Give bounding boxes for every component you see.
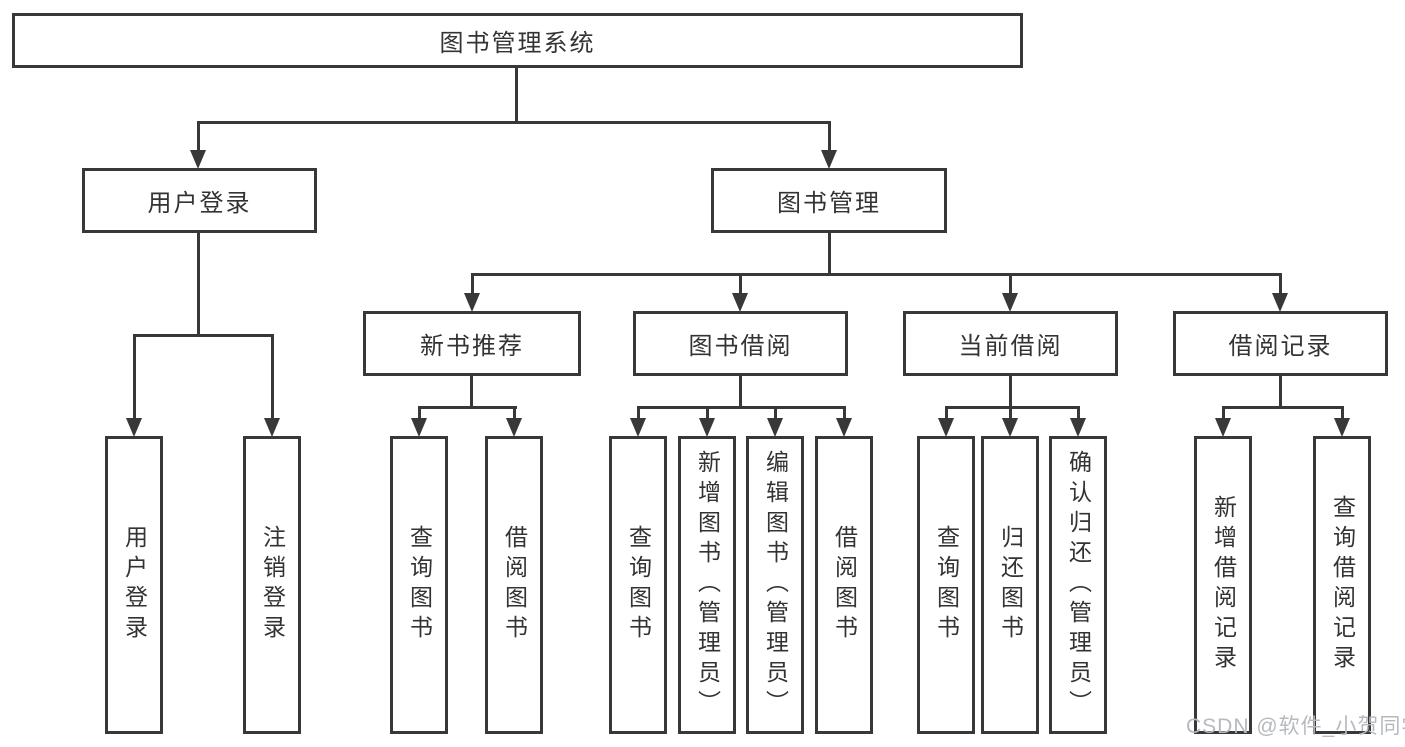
arrow-stem-br-add xyxy=(1222,406,1225,422)
arrow-head-cb-query xyxy=(938,418,954,437)
connector-borrowrecord-trunk xyxy=(1279,376,1282,409)
arrow-stem-user-login xyxy=(197,121,200,152)
arrow-stem-cb-query xyxy=(945,406,948,422)
connector-root-trunk xyxy=(515,68,518,124)
leaf-borrow-add-books-admin: 新增图书（管理员） xyxy=(678,436,736,734)
arrow-head-bb-add xyxy=(699,418,715,437)
arrow-head-cb-confirm xyxy=(1070,418,1086,437)
connector-currentborrow-trunk xyxy=(1009,376,1012,409)
arrow-head-book-mgmt xyxy=(821,150,837,169)
arrow-head-bb-edit xyxy=(767,418,783,437)
arrow-stem-book-borrow xyxy=(739,273,742,297)
arrow-head-borrow-record xyxy=(1272,293,1288,312)
arrow-head-book-borrow xyxy=(732,293,748,312)
leaf-borrow-edit-books-admin: 编辑图书（管理员） xyxy=(746,436,804,734)
node-user-login: 用户登录 xyxy=(82,168,317,233)
leaf-newbook-borrow-books: 借阅图书 xyxy=(485,436,543,734)
leaf-newbook-query-books: 查询图书 xyxy=(390,436,448,734)
connector-userlogin-rail xyxy=(133,334,274,337)
connector-newbook-rail xyxy=(419,406,517,409)
arrow-stem-leaf-logout xyxy=(271,334,274,420)
arrow-stem-nb-query xyxy=(418,406,421,422)
arrow-head-new-book xyxy=(464,293,480,312)
node-borrowing-records: 借阅记录 xyxy=(1173,311,1388,376)
arrow-head-nb-borrow xyxy=(506,418,522,437)
leaf-records-add-record: 新增借阅记录 xyxy=(1194,436,1252,734)
connector-userlogin-trunk xyxy=(197,233,200,337)
node-root: 图书管理系统 xyxy=(12,13,1023,68)
arrow-stem-borrow-record xyxy=(1279,273,1282,297)
connector-bookmgmt-trunk xyxy=(828,233,831,276)
node-book-borrowing: 图书借阅 xyxy=(633,311,848,376)
arrow-stem-current-borrow xyxy=(1009,273,1012,297)
arrow-stem-cb-confirm xyxy=(1077,406,1080,422)
arrow-head-nb-query xyxy=(411,418,427,437)
connector-bookborrow-rail xyxy=(638,406,846,409)
arrow-head-cb-return xyxy=(1002,418,1018,437)
arrow-stem-book-mgmt xyxy=(828,121,831,152)
leaf-current-query-books: 查询图书 xyxy=(917,436,975,734)
connector-root-rail xyxy=(197,121,831,124)
node-current-borrowing: 当前借阅 xyxy=(903,311,1118,376)
leaf-current-confirm-return-admin: 确认归还（管理员） xyxy=(1049,436,1107,734)
leaf-records-query-record: 查询借阅记录 xyxy=(1313,436,1371,734)
arrow-stem-bb-query xyxy=(637,406,640,422)
connector-bookmgmt-rail xyxy=(471,273,1282,276)
csdn-watermark: CSDN @软件_小贺同学 xyxy=(1186,715,1405,738)
arrow-head-leaf-logout xyxy=(264,418,280,437)
arrow-head-br-query xyxy=(1334,418,1350,437)
arrow-stem-br-query xyxy=(1341,406,1344,422)
node-new-book-recommend: 新书推荐 xyxy=(363,311,581,376)
leaf-borrow-borrow-books: 借阅图书 xyxy=(815,436,873,734)
node-book-management: 图书管理 xyxy=(711,168,947,233)
arrow-stem-bb-edit xyxy=(774,406,777,422)
arrow-stem-bb-borrow xyxy=(843,406,846,422)
arrow-head-current-borrow xyxy=(1002,293,1018,312)
connector-newbook-trunk xyxy=(470,376,473,409)
arrow-stem-leaf-user-login xyxy=(133,334,136,420)
arrow-head-br-add xyxy=(1215,418,1231,437)
arrow-stem-bb-add xyxy=(706,406,709,422)
arrow-head-user-login xyxy=(190,150,206,169)
arrow-head-leaf-user-login xyxy=(126,418,142,437)
arrow-head-bb-query xyxy=(630,418,646,437)
leaf-borrow-query-books: 查询图书 xyxy=(609,436,667,734)
connector-currentborrow-rail xyxy=(946,406,1080,409)
leaf-current-return-books: 归还图书 xyxy=(981,436,1039,734)
arrow-head-bb-borrow xyxy=(836,418,852,437)
arrow-stem-new-book xyxy=(471,273,474,297)
arrow-stem-cb-return xyxy=(1009,406,1012,422)
connector-borrowrecord-rail xyxy=(1223,406,1344,409)
arrow-stem-nb-borrow xyxy=(513,406,516,422)
connector-bookborrow-trunk xyxy=(739,376,742,409)
leaf-logout: 注销登录 xyxy=(243,436,301,734)
leaf-user-login: 用户登录 xyxy=(105,436,163,734)
